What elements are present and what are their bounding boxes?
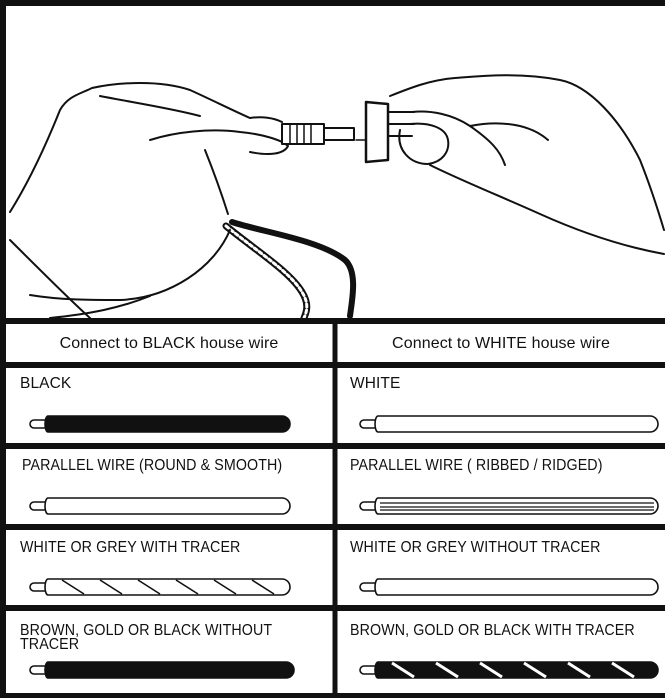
wire-plain-white-1	[359, 415, 659, 433]
wire-solid-black-6	[29, 661, 295, 679]
label-brown-gold-black-with-tracer: BROWN, GOLD OR BLACK WITH TRACER	[350, 622, 635, 639]
wire-plain-white-5	[359, 578, 659, 596]
wire-plain-white-2	[29, 497, 291, 515]
label-white-grey-with-tracer: WHITE OR GREY WITH TRACER	[20, 539, 241, 556]
wire-ribbed-white-3	[359, 497, 659, 515]
label-parallel-ribbed-ridged: PARALLEL WIRE ( RIBBED / RIDGED)	[350, 457, 603, 474]
label-white: WHITE	[350, 375, 401, 392]
wire-samples	[29, 415, 659, 679]
label-brown-gold-black-without-tracer-line1: BROWN, GOLD OR BLACK WITHOUT	[20, 622, 273, 639]
label-parallel-round-smooth: PARALLEL WIRE (ROUND & SMOOTH)	[22, 457, 283, 474]
wire-white-tracer-4	[29, 578, 291, 596]
header-white-house-wire: Connect to WHITE house wire	[392, 335, 610, 352]
header-black-house-wire: Connect to BLACK house wire	[59, 335, 279, 352]
label-black: BLACK	[20, 375, 72, 392]
wire-black-tracer-7	[359, 661, 659, 679]
label-white-grey-without-tracer: WHITE OR GREY WITHOUT TRACER	[350, 539, 601, 556]
label-brown-gold-black-without-tracer-line2: TRACER	[20, 636, 80, 653]
hands-connecting-plug-illustration	[9, 74, 665, 322]
wire-solid-black-0	[29, 415, 291, 433]
